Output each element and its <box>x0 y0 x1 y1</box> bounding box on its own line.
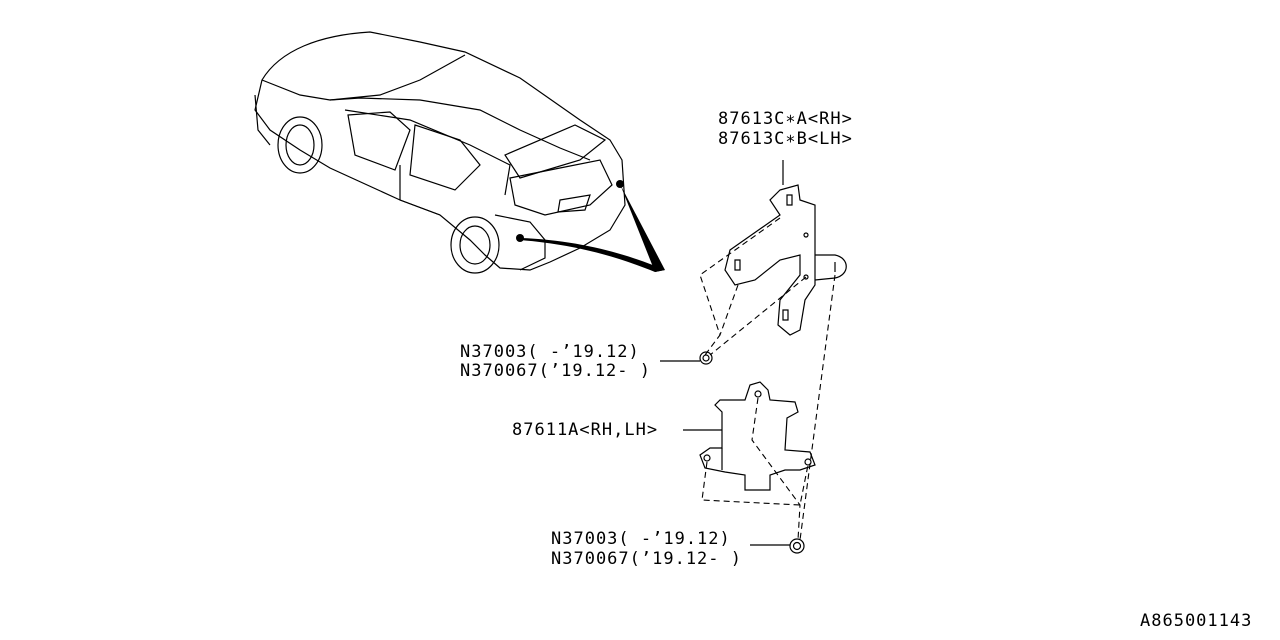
module-illustration <box>699 381 816 491</box>
label-nut-upper-1: N37003( -’19.12) <box>460 342 640 362</box>
label-nut-upper-2: N370067(’19.12- ) <box>460 361 651 381</box>
nut-lower-icon <box>789 538 805 554</box>
label-module: 87611A<RH,LH> <box>512 420 659 440</box>
label-bracket-lh: 87613C∗B<LH> <box>718 129 853 149</box>
label-nut-lower-2: N370067(’19.12- ) <box>551 549 742 569</box>
vehicle-illustration <box>254 31 626 274</box>
bracket-illustration <box>724 160 847 336</box>
diagram-id: A865001143 <box>1140 611 1253 631</box>
label-nut-lower-1: N37003( -’19.12) <box>551 529 731 549</box>
label-bracket-rh: 87613C∗A<RH> <box>718 109 853 129</box>
nut-upper-icon <box>699 351 713 365</box>
